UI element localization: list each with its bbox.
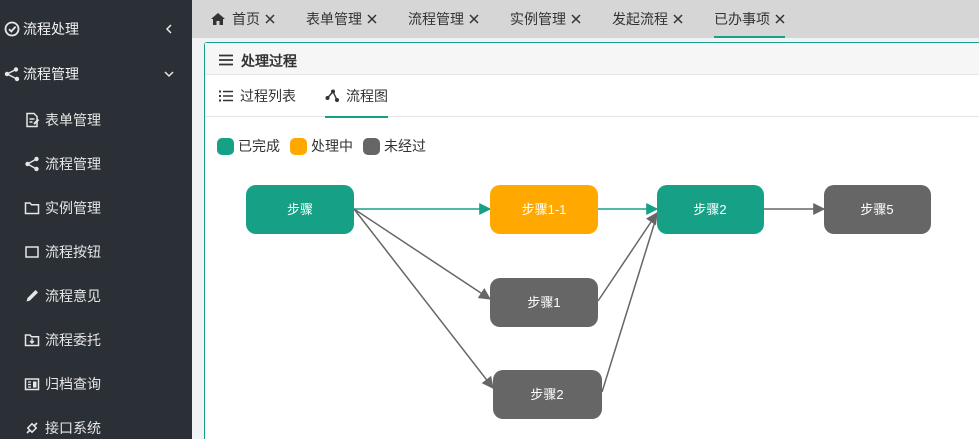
edge-step-to-step2b bbox=[353, 208, 494, 389]
panel-subtabs: 过程列表 流程图 bbox=[205, 75, 979, 118]
chevron-left-icon[interactable] bbox=[164, 24, 174, 34]
sidebar-item-interface-system[interactable]: 接口系统 bbox=[0, 410, 192, 439]
sidebar: 流程处理 流程管理 表单管理 流程管理 实例管理 流 bbox=[0, 0, 192, 439]
tab-home[interactable]: 首页 bbox=[210, 0, 275, 38]
flow-node-step1[interactable]: 步骤1 bbox=[490, 278, 598, 327]
edge-step-to-step1 bbox=[353, 208, 492, 300]
tab-start-flow[interactable]: 发起流程 bbox=[612, 0, 683, 38]
tab-done-items[interactable]: 已办事项 bbox=[714, 0, 785, 38]
close-icon[interactable] bbox=[265, 14, 275, 24]
list-icon bbox=[219, 89, 233, 103]
archive-icon bbox=[24, 376, 40, 392]
flow-node-step1-1[interactable]: 步骤1-1 bbox=[490, 185, 598, 234]
close-icon[interactable] bbox=[571, 14, 581, 24]
sidebar-item-label: 流程按钮 bbox=[45, 244, 101, 260]
panel-title: 处理过程 bbox=[241, 53, 297, 69]
flow-node-step2-alt[interactable]: 步骤2 bbox=[493, 370, 602, 419]
check-circle-icon bbox=[4, 21, 20, 37]
legend-label: 处理中 bbox=[311, 138, 353, 154]
sidebar-item-archive-query[interactable]: 归档查询 bbox=[0, 366, 192, 402]
flow-node-label: 步骤5 bbox=[860, 202, 893, 217]
sidebar-item-flow-opinion[interactable]: 流程意见 bbox=[0, 278, 192, 314]
folder-download-icon bbox=[24, 332, 40, 348]
menu-group-manage-label: 流程管理 bbox=[23, 66, 79, 82]
sidebar-item-label: 流程管理 bbox=[45, 156, 101, 172]
sidebar-item-flow-manage[interactable]: 流程管理 bbox=[0, 146, 192, 182]
menu-group-process[interactable]: 流程处理 bbox=[0, 11, 192, 47]
menu-group-process-label: 流程处理 bbox=[23, 21, 79, 37]
legend-label: 未经过 bbox=[384, 138, 426, 154]
tab-label: 首页 bbox=[232, 11, 260, 27]
tab-label: 已办事项 bbox=[714, 11, 770, 27]
menu-group-manage[interactable]: 流程管理 bbox=[0, 56, 192, 92]
subtab-label: 流程图 bbox=[346, 88, 388, 104]
close-icon[interactable] bbox=[775, 14, 785, 24]
flow-node-step[interactable]: 步骤 bbox=[246, 185, 354, 234]
plug-icon bbox=[24, 420, 40, 436]
flow-node-label: 步骤1-1 bbox=[522, 202, 567, 217]
share-icon bbox=[24, 156, 40, 172]
flow-diagram: 步骤 步骤1-1 步骤2 步骤5 步骤1 步骤2 bbox=[246, 185, 931, 419]
tab-label: 流程管理 bbox=[408, 11, 464, 27]
sidebar-item-label: 流程委托 bbox=[45, 332, 101, 348]
edit-document-icon bbox=[24, 112, 40, 128]
panel-header: 处理过程 bbox=[205, 43, 979, 75]
flow-node-step5[interactable]: 步骤5 bbox=[824, 185, 931, 234]
flow-node-label: 步骤2 bbox=[693, 202, 726, 217]
tab-form-manage[interactable]: 表单管理 bbox=[306, 0, 377, 38]
folder-icon bbox=[24, 200, 40, 216]
sidebar-item-label: 表单管理 bbox=[45, 112, 101, 128]
legend-item-done: 已完成 bbox=[217, 136, 280, 156]
legend-item-processing: 处理中 bbox=[290, 136, 353, 156]
tab-label: 实例管理 bbox=[510, 11, 566, 27]
subtab-label: 过程列表 bbox=[240, 88, 296, 104]
home-icon bbox=[210, 12, 226, 26]
tab-flow-manage[interactable]: 流程管理 bbox=[408, 0, 479, 38]
legend-item-pending: 未经过 bbox=[363, 136, 426, 156]
tab-label: 发起流程 bbox=[612, 11, 668, 27]
edge-step2b-to-step2 bbox=[601, 214, 658, 393]
tab-bar: 首页 表单管理 流程管理 实例管理 发起流程 已办事项 bbox=[192, 0, 979, 38]
process-panel: 处理过程 过程列表 流程图 已完成 处理中 未经过 bbox=[204, 42, 979, 439]
share-icon bbox=[4, 66, 20, 82]
tab-label: 表单管理 bbox=[306, 11, 362, 27]
sidebar-item-label: 归档查询 bbox=[45, 376, 101, 392]
flow-node-step2[interactable]: 步骤2 bbox=[657, 185, 764, 234]
flow-node-label: 步骤 bbox=[287, 202, 313, 217]
sidebar-item-instance-manage[interactable]: 实例管理 bbox=[0, 190, 192, 226]
close-icon[interactable] bbox=[469, 14, 479, 24]
sidebar-item-label: 实例管理 bbox=[45, 200, 101, 216]
status-legend: 已完成 处理中 未经过 bbox=[217, 136, 436, 156]
legend-swatch-pending bbox=[363, 137, 380, 155]
sidebar-item-form-manage[interactable]: 表单管理 bbox=[0, 102, 192, 138]
menu-icon bbox=[219, 53, 233, 66]
subtab-process-list[interactable]: 过程列表 bbox=[219, 75, 296, 117]
close-icon[interactable] bbox=[367, 14, 377, 24]
sidebar-item-label: 接口系统 bbox=[45, 420, 101, 436]
legend-label: 已完成 bbox=[238, 138, 280, 154]
tab-instance-manage[interactable]: 实例管理 bbox=[510, 0, 581, 38]
legend-swatch-done bbox=[217, 137, 234, 155]
square-icon bbox=[24, 244, 40, 260]
chevron-down-icon[interactable] bbox=[164, 69, 174, 79]
share-icon bbox=[325, 89, 339, 103]
sidebar-item-flow-button[interactable]: 流程按钮 bbox=[0, 234, 192, 270]
subtab-flow-chart[interactable]: 流程图 bbox=[325, 75, 388, 118]
close-icon[interactable] bbox=[673, 14, 683, 24]
flow-node-label: 步骤2 bbox=[530, 387, 563, 402]
sidebar-item-flow-delegate[interactable]: 流程委托 bbox=[0, 322, 192, 358]
legend-swatch-processing bbox=[290, 137, 307, 155]
flow-node-label: 步骤1 bbox=[527, 295, 560, 310]
edge-step1-to-step2 bbox=[597, 212, 658, 302]
sidebar-item-label: 流程意见 bbox=[45, 288, 101, 304]
pencil-icon bbox=[24, 288, 40, 304]
